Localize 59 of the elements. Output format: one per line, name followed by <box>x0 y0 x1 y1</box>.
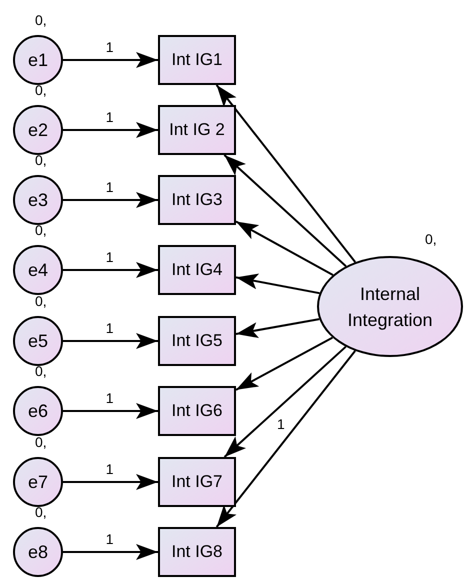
arrow <box>236 336 333 391</box>
node-label: e5 <box>28 330 48 352</box>
arrow <box>224 154 347 267</box>
edge-label: 1 <box>106 250 114 264</box>
node-label: e8 <box>28 540 48 564</box>
arrow <box>63 474 158 490</box>
variance-label: 0, <box>35 505 47 519</box>
node-label: Int IG1 <box>171 49 223 72</box>
node-label: e7 <box>28 470 48 494</box>
variance-label: 0, <box>425 232 437 246</box>
variance-label: 0, <box>35 13 47 27</box>
variance-label: 0, <box>35 153 47 167</box>
node-label: Int IG6 <box>171 400 223 422</box>
arrow <box>224 346 346 458</box>
edge-label: 1 <box>106 180 114 194</box>
variance-label: 0, <box>35 435 47 449</box>
arrow <box>63 403 158 419</box>
variance-label: 0, <box>35 294 47 308</box>
arrow <box>63 333 158 349</box>
observed-box <box>158 386 236 436</box>
variance-label: 0, <box>35 223 47 237</box>
arrow <box>63 192 158 208</box>
arrow <box>216 350 356 528</box>
node-label: Int IG8 <box>171 541 223 564</box>
arrow <box>63 544 158 560</box>
node-label: Int IG5 <box>171 330 223 352</box>
edge-label: 1 <box>277 416 285 431</box>
arrow <box>63 122 158 138</box>
node-label: Int IG 2 <box>169 119 225 142</box>
observed-box <box>158 316 236 366</box>
arrow <box>236 220 334 276</box>
observed-box <box>158 105 236 155</box>
arrow <box>63 262 158 278</box>
edge-label: 1 <box>106 391 114 405</box>
edge-label: 1 <box>106 532 114 546</box>
arrow <box>63 52 158 68</box>
arrow <box>216 84 356 263</box>
edge-label: 1 <box>106 462 114 476</box>
observed-box <box>158 35 236 85</box>
node-label: e4 <box>28 258 48 282</box>
node-label: e2 <box>28 118 48 142</box>
node-label: Internal Integration <box>346 282 434 332</box>
node-label: e3 <box>28 188 48 212</box>
node-label: e1 <box>28 48 48 72</box>
node-label: Int IG7 <box>171 471 223 494</box>
variance-label: 0, <box>35 83 47 97</box>
node-label: Int IG4 <box>171 259 223 282</box>
observed-box <box>158 457 236 507</box>
node-label: Int IG3 <box>171 189 223 212</box>
observed-box <box>158 527 236 577</box>
arrow <box>236 274 320 294</box>
arrow <box>236 318 320 338</box>
edge-label: 1 <box>106 110 114 124</box>
edge-label: 1 <box>106 40 114 54</box>
node-label: e6 <box>28 400 48 422</box>
variance-label: 0, <box>35 364 47 378</box>
observed-box <box>158 175 236 225</box>
observed-box <box>158 245 236 295</box>
edge-label: 1 <box>106 321 114 335</box>
